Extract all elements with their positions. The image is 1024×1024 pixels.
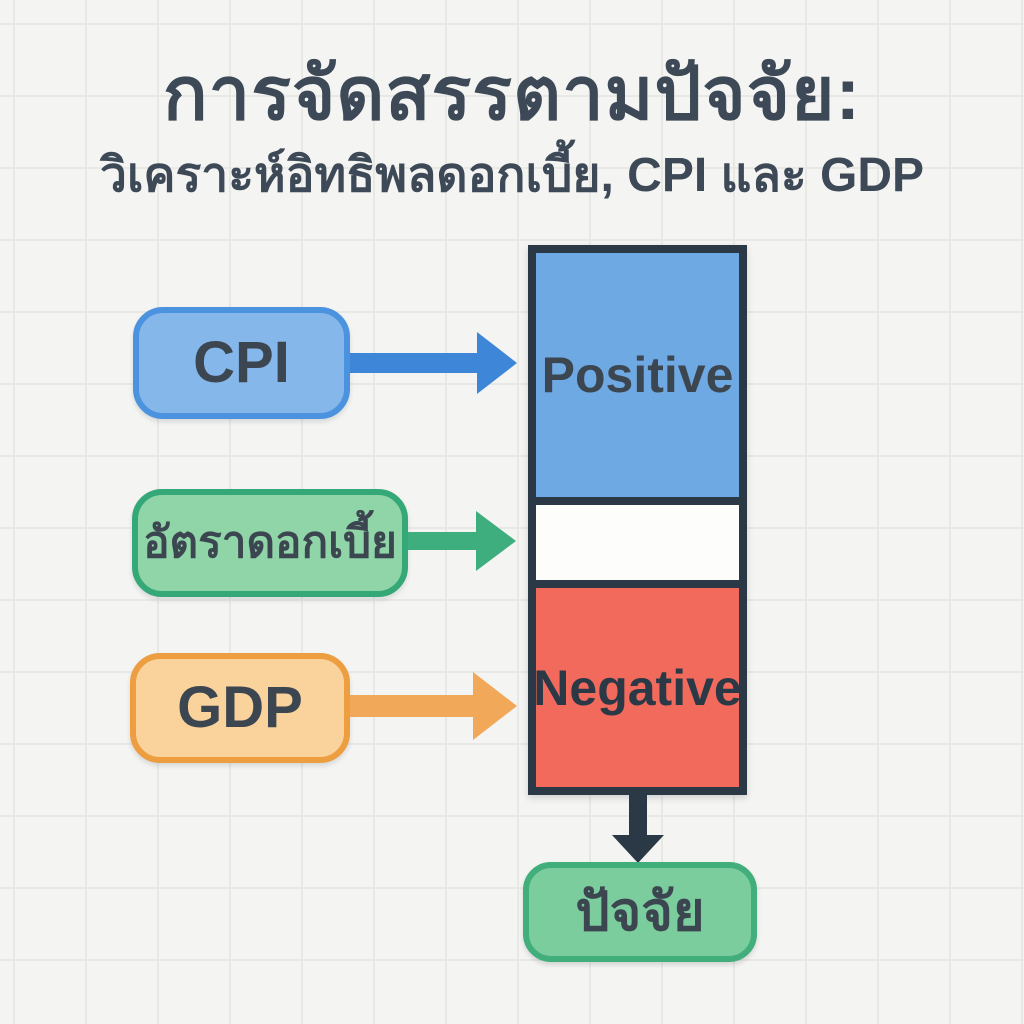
- factor-box-gdp: GDP: [130, 653, 350, 763]
- interest-rate-arrow-head: [476, 511, 516, 571]
- factor-box-interest-rate-label: อัตราดอกเบี้ย: [143, 518, 397, 567]
- factor-box-cpi-label: CPI: [193, 330, 290, 395]
- result-box-factor: ปัจจัย: [523, 862, 757, 962]
- cpi-arrow-head: [477, 332, 517, 394]
- down-arrow-head: [612, 835, 664, 863]
- impact-column: Positive Negative: [528, 245, 747, 795]
- gdp-arrow-head: [473, 672, 517, 740]
- down-arrow-stem: [629, 795, 647, 835]
- cpi-arrow-stem: [350, 353, 477, 373]
- gdp-arrow-stem: [350, 695, 473, 717]
- page-title: การจัดสรรตามปัจจัย:: [162, 52, 862, 135]
- impact-cell-negative: Negative: [533, 588, 742, 787]
- result-box-factor-label: ปัจจัย: [575, 882, 705, 942]
- gdp-arrow-icon: [350, 672, 517, 740]
- interest-rate-arrow-stem: [408, 532, 476, 550]
- cpi-arrow-icon: [350, 332, 517, 394]
- down-arrow-icon: [612, 795, 664, 863]
- factor-box-gdp-label: GDP: [177, 675, 303, 740]
- factor-box-interest-rate: อัตราดอกเบี้ย: [132, 489, 408, 597]
- impact-cell-negative-label: Negative: [533, 659, 742, 716]
- impact-cell-positive-label: Positive: [541, 347, 734, 403]
- factor-box-cpi: CPI: [133, 307, 350, 419]
- page-subtitle: วิเคราะห์อิทธิพลดอกเบี้ย, CPI และ GDP: [99, 149, 924, 202]
- impact-cell-positive: Positive: [536, 253, 739, 497]
- interest-rate-arrow-icon: [408, 511, 516, 571]
- impact-cell-neutral: [536, 505, 739, 580]
